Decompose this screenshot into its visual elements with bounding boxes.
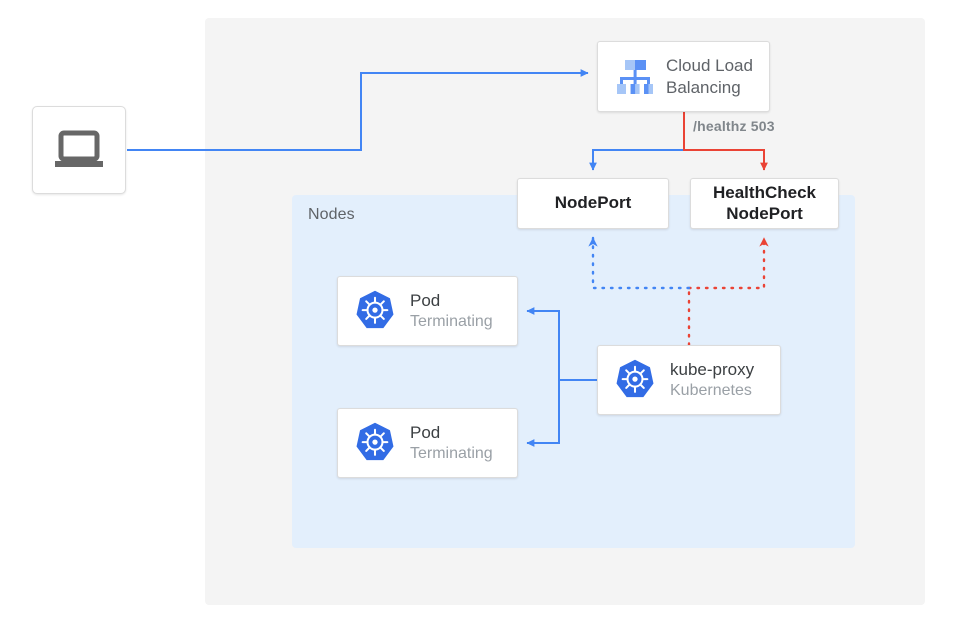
nodes-panel-label: Nodes — [308, 206, 355, 223]
pod-box: Pod Terminating — [337, 276, 518, 346]
pod-title: Pod — [410, 290, 441, 310]
pod-title: Pod — [410, 422, 441, 442]
nodeport-box: NodePort — [517, 178, 669, 229]
kubernetes-icon — [346, 421, 404, 465]
pod-status: Terminating — [410, 312, 493, 330]
kube-proxy-subtitle: Kubernetes — [670, 381, 752, 399]
healthcheck-nodeport-label: HealthCheck NodePort — [691, 183, 838, 224]
nodeport-label: NodePort — [554, 193, 632, 213]
pod-label: Pod Terminating — [410, 290, 493, 332]
lb-title-line2: Balancing — [666, 77, 741, 97]
cloud-load-balancing-icon — [604, 55, 666, 99]
kubernetes-icon — [606, 358, 664, 402]
kube-proxy-label: kube-proxy Kubernetes — [670, 359, 754, 401]
healthz-status-label: /healthz 503 — [693, 118, 775, 134]
kube-proxy-title: kube-proxy — [670, 359, 755, 379]
cloud-load-balancing-label: Cloud Load Balancing — [666, 55, 753, 99]
healthcheck-line2: NodePort — [726, 203, 803, 223]
pod-box: Pod Terminating — [337, 408, 518, 478]
kube-proxy-box: kube-proxy Kubernetes — [597, 345, 781, 415]
client-box — [32, 106, 126, 194]
laptop-icon — [51, 128, 107, 172]
cloud-load-balancing-box: Cloud Load Balancing — [597, 41, 770, 112]
pod-status: Terminating — [410, 444, 493, 462]
pod-label: Pod Terminating — [410, 422, 493, 464]
kubernetes-icon — [346, 289, 404, 333]
healthcheck-line1: HealthCheck — [713, 182, 816, 202]
lb-title-line1: Cloud Load — [666, 55, 753, 75]
healthcheck-nodeport-box: HealthCheck NodePort — [690, 178, 839, 229]
